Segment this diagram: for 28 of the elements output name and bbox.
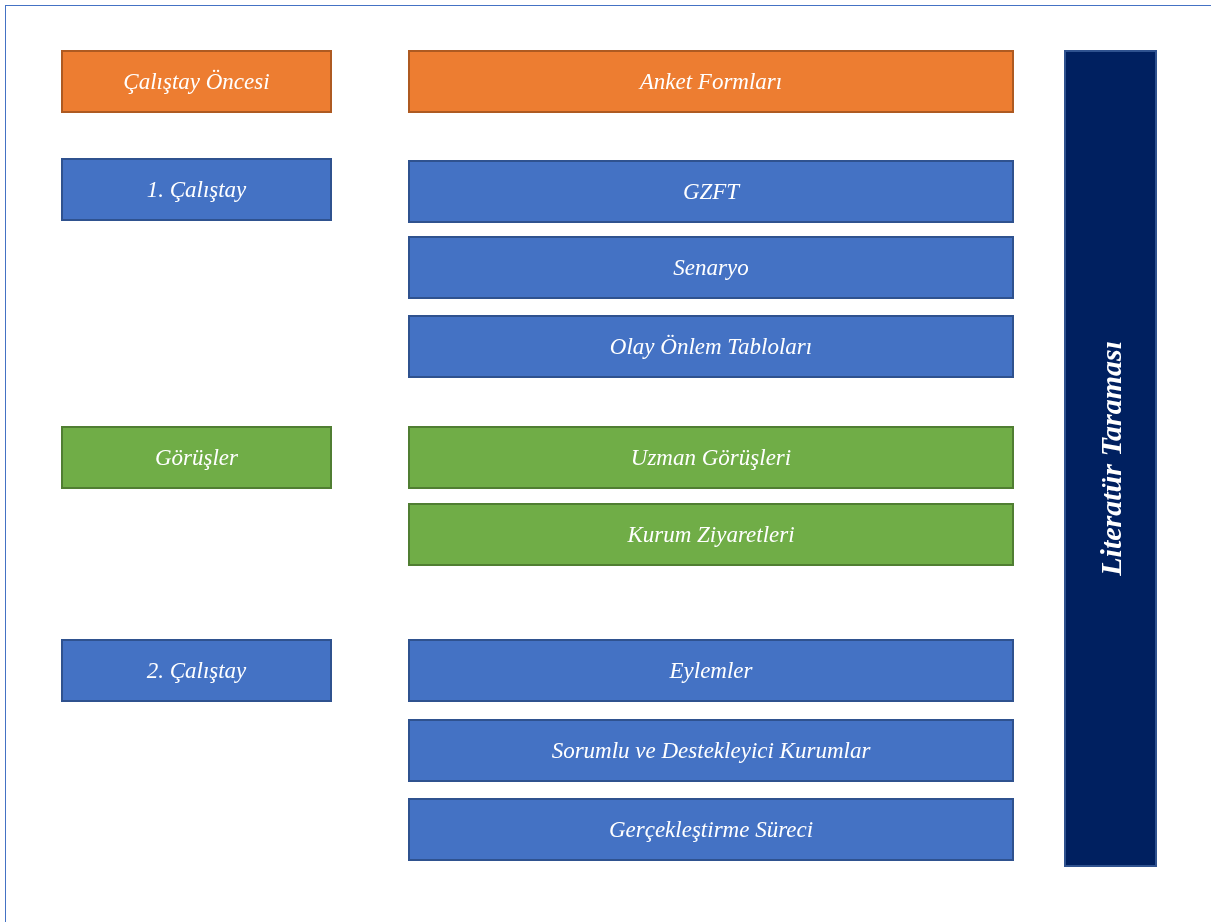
box-label: 2. Çalıştay [146, 657, 247, 684]
vertical-bar [1064, 50, 1157, 867]
process-box [408, 50, 1014, 113]
box-label: Sorumlu ve Destekleyici Kurumlar [551, 737, 871, 764]
process-box [408, 426, 1014, 489]
box-label: Çalıştay Öncesi [123, 68, 270, 95]
process-box [61, 639, 332, 702]
process-box [408, 639, 1014, 702]
process-box [408, 798, 1014, 861]
process-box [408, 315, 1014, 378]
box-label: Anket Formları [639, 68, 783, 95]
process-box [61, 158, 332, 221]
box-label: Uzman Görüşleri [630, 444, 792, 471]
box-label: GZFT [682, 178, 740, 205]
box-label: Gerçekleştirme Süreci [608, 816, 814, 843]
process-box [408, 719, 1014, 782]
box-label: Kurum Ziyaretleri [627, 521, 795, 548]
box-label: Senaryo [673, 254, 749, 281]
box-label: 1. Çalıştay [146, 176, 247, 203]
box-label: Eylemler [669, 657, 753, 684]
process-box [408, 236, 1014, 299]
process-box [408, 503, 1014, 566]
process-box [61, 50, 332, 113]
box-label: Olay Önlem Tabloları [609, 333, 813, 360]
process-box [408, 160, 1014, 223]
box-label: Görüşler [154, 444, 239, 471]
bar-label: Literatür Taraması [1093, 341, 1128, 576]
process-box [61, 426, 332, 489]
